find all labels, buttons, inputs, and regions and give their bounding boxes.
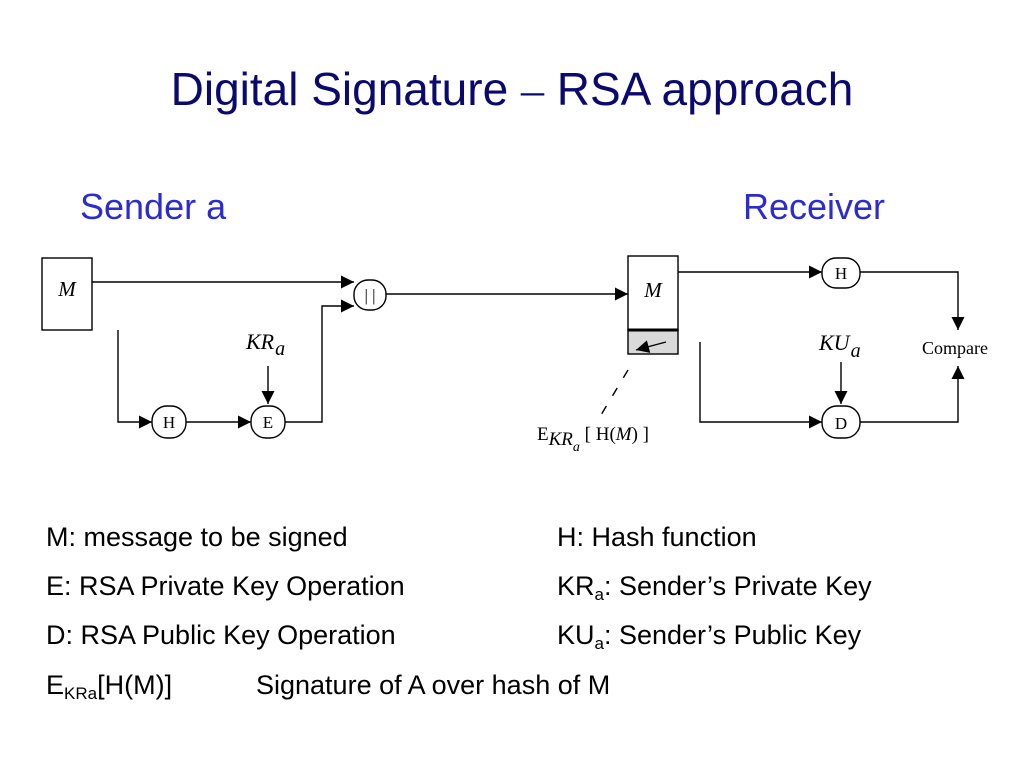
receiver-message-label: M (643, 278, 663, 302)
title-part1: Digital Signature (170, 63, 521, 115)
sender-message-box (41, 257, 93, 331)
title-dash: – (520, 64, 544, 115)
private-key-label: KRa (245, 329, 285, 360)
title-part2: RSA approach (543, 63, 854, 115)
receiver-signature-box (627, 329, 679, 355)
compare-label: Compare (922, 338, 988, 358)
receiver-hash-label: H (835, 264, 847, 283)
sender-message-label: M (57, 277, 77, 301)
legend-m: M: message to be signed (46, 522, 348, 552)
sender-heading: Sender a (80, 186, 227, 227)
legend-kr: KRa: Sender’s Private Key (557, 571, 872, 604)
sender-encrypt-label: E (263, 413, 273, 432)
signature-label: EKRa [ H(M) ] (537, 424, 649, 455)
legend-signature: EKRa[H(M)] (46, 670, 173, 703)
receiver-decrypt-label: D (835, 414, 847, 433)
legend-h: H: Hash function (557, 522, 757, 552)
arrow-encrypt-to-concat (285, 299, 354, 423)
receiver-hash-node (821, 257, 861, 289)
receiver-heading: Receiver (743, 186, 886, 227)
concat-label: | | (364, 286, 375, 305)
sender-hash-label: H (163, 413, 175, 432)
legend-d: D: RSA Public Key Operation (46, 620, 396, 650)
legend-e: E: RSA Private Key Operation (46, 571, 405, 601)
slide-title: Digital Signature – RSA approach (0, 62, 1024, 116)
public-key-label: KUa (818, 330, 861, 362)
legend-signature-def: Signature of A over hash of M (256, 670, 611, 700)
arrow-decrypt-to-compare (860, 366, 965, 423)
sender-encrypt-node (250, 405, 286, 439)
arrow-m-to-hash (117, 330, 152, 429)
arrow-signature-to-decrypt (699, 342, 822, 429)
arrow-into-signature-box (635, 340, 667, 353)
sender-hash-node (151, 405, 187, 439)
arrow-hash-to-compare (860, 271, 965, 330)
concat-node (353, 279, 387, 311)
receiver-decrypt-node (821, 405, 861, 439)
legend-ku: KUa: Sender’s Public Key (557, 620, 862, 653)
signature-leader-line (597, 369, 629, 421)
